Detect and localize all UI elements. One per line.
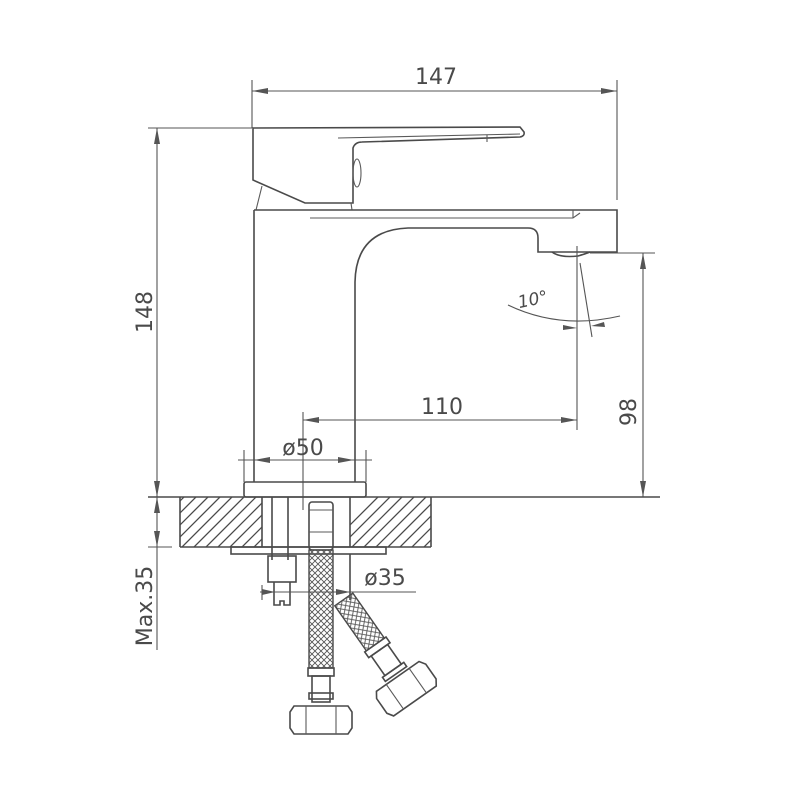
dimension-reach-110: 110 xyxy=(302,395,577,510)
dimension-height-148: 148 xyxy=(133,127,252,497)
faucet-body xyxy=(252,126,618,442)
label-147: 147 xyxy=(415,65,457,90)
base-plate xyxy=(243,481,367,498)
label-ø50: ø50 xyxy=(282,436,323,461)
dimension-width-147: 147 xyxy=(251,65,618,200)
label-98: 98 xyxy=(617,398,642,426)
label-10-degrees: 10° xyxy=(516,287,550,313)
label-148: 148 xyxy=(133,291,158,333)
supply-hoses xyxy=(289,501,438,735)
label-110: 110 xyxy=(421,395,463,420)
label-ø35: ø35 xyxy=(364,566,405,591)
dimension-angle-10: 10° xyxy=(507,246,621,430)
label-max-35: Max.35 xyxy=(133,566,158,646)
dimension-hole-diameter-35: ø35 xyxy=(260,566,416,600)
dimension-height-98: 98 xyxy=(590,252,655,497)
dimension-max-thickness-35: Max.35 xyxy=(133,497,172,650)
dimension-base-diameter-50: ø50 xyxy=(238,436,372,482)
nut xyxy=(267,555,297,583)
countertop-section xyxy=(148,496,660,548)
